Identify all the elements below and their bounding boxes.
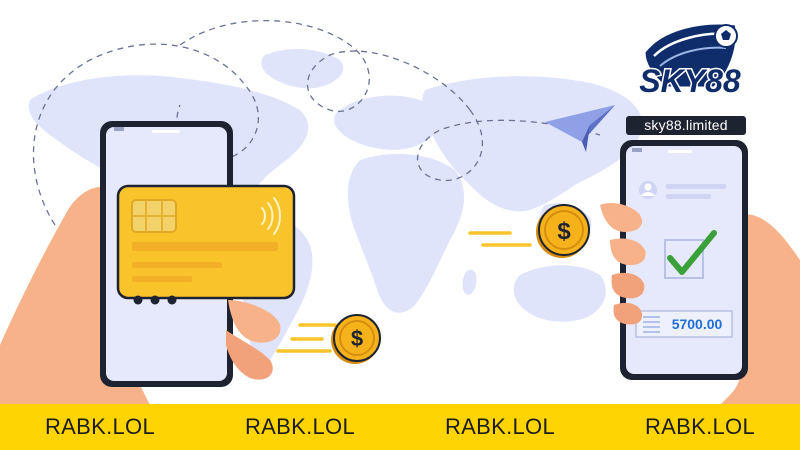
footer-banner: RABK.LOL RABK.LOL RABK.LOL RABK.LOL xyxy=(0,404,800,450)
map-madagascar xyxy=(462,269,477,295)
banner-text: RABK.LOL xyxy=(44,414,155,439)
flight-path-top-arc xyxy=(179,19,471,113)
left-phone-speaker xyxy=(152,130,180,133)
logo-emblem: SKY88 xyxy=(638,21,742,101)
card-number-line xyxy=(132,242,278,251)
map-asia xyxy=(422,76,643,212)
bank-card xyxy=(116,184,296,300)
left-hand-phone xyxy=(0,121,296,405)
banner-text: RABK.LOL xyxy=(644,414,755,439)
right-phone-status xyxy=(632,148,642,152)
right-hand-phone xyxy=(600,140,800,405)
user-avatar-icon xyxy=(639,181,657,199)
map-australia xyxy=(513,265,606,322)
right-fingers-upper xyxy=(600,203,643,232)
card-expiry-line xyxy=(132,276,192,282)
right-phone-speaker xyxy=(668,150,692,153)
banner-text: RABK.LOL xyxy=(444,414,555,439)
left-phone-status xyxy=(114,127,124,131)
shield-icon xyxy=(642,21,739,90)
right-fingers-lower xyxy=(611,272,645,299)
left-fingers xyxy=(226,330,273,380)
coin-lower: $ xyxy=(276,314,381,364)
paper-plane-icon xyxy=(545,105,615,152)
recipient-line-2 xyxy=(666,194,711,199)
contactless-icon xyxy=(261,197,281,235)
map-africa xyxy=(347,154,465,313)
domain-badge: sky88.limited xyxy=(626,116,746,135)
logo-text: SKY88 xyxy=(639,63,741,99)
recipient-line-1 xyxy=(666,184,726,189)
soccer-ball-icon xyxy=(714,24,738,48)
map-europe xyxy=(334,95,439,150)
sky88-logo: SKY88 xyxy=(632,14,748,134)
check-icon xyxy=(667,230,717,275)
transfer-amount: 5700.00 xyxy=(671,316,723,332)
pin-dots xyxy=(133,295,177,305)
coin-upper: $ xyxy=(468,204,590,258)
left-thumb xyxy=(228,300,281,343)
svg-text:$: $ xyxy=(557,218,571,245)
svg-text:$: $ xyxy=(351,326,363,351)
right-fingers-middle xyxy=(610,238,646,266)
dollar-coin-icon: $ xyxy=(536,204,590,258)
dollar-coin-icon: $ xyxy=(331,314,381,364)
receipt-icon xyxy=(643,316,660,333)
flight-path-right-loop xyxy=(416,109,601,182)
card-name-line xyxy=(132,262,222,268)
banner-text: RABK.LOL xyxy=(244,414,355,439)
right-fingers-bottom xyxy=(613,302,643,325)
